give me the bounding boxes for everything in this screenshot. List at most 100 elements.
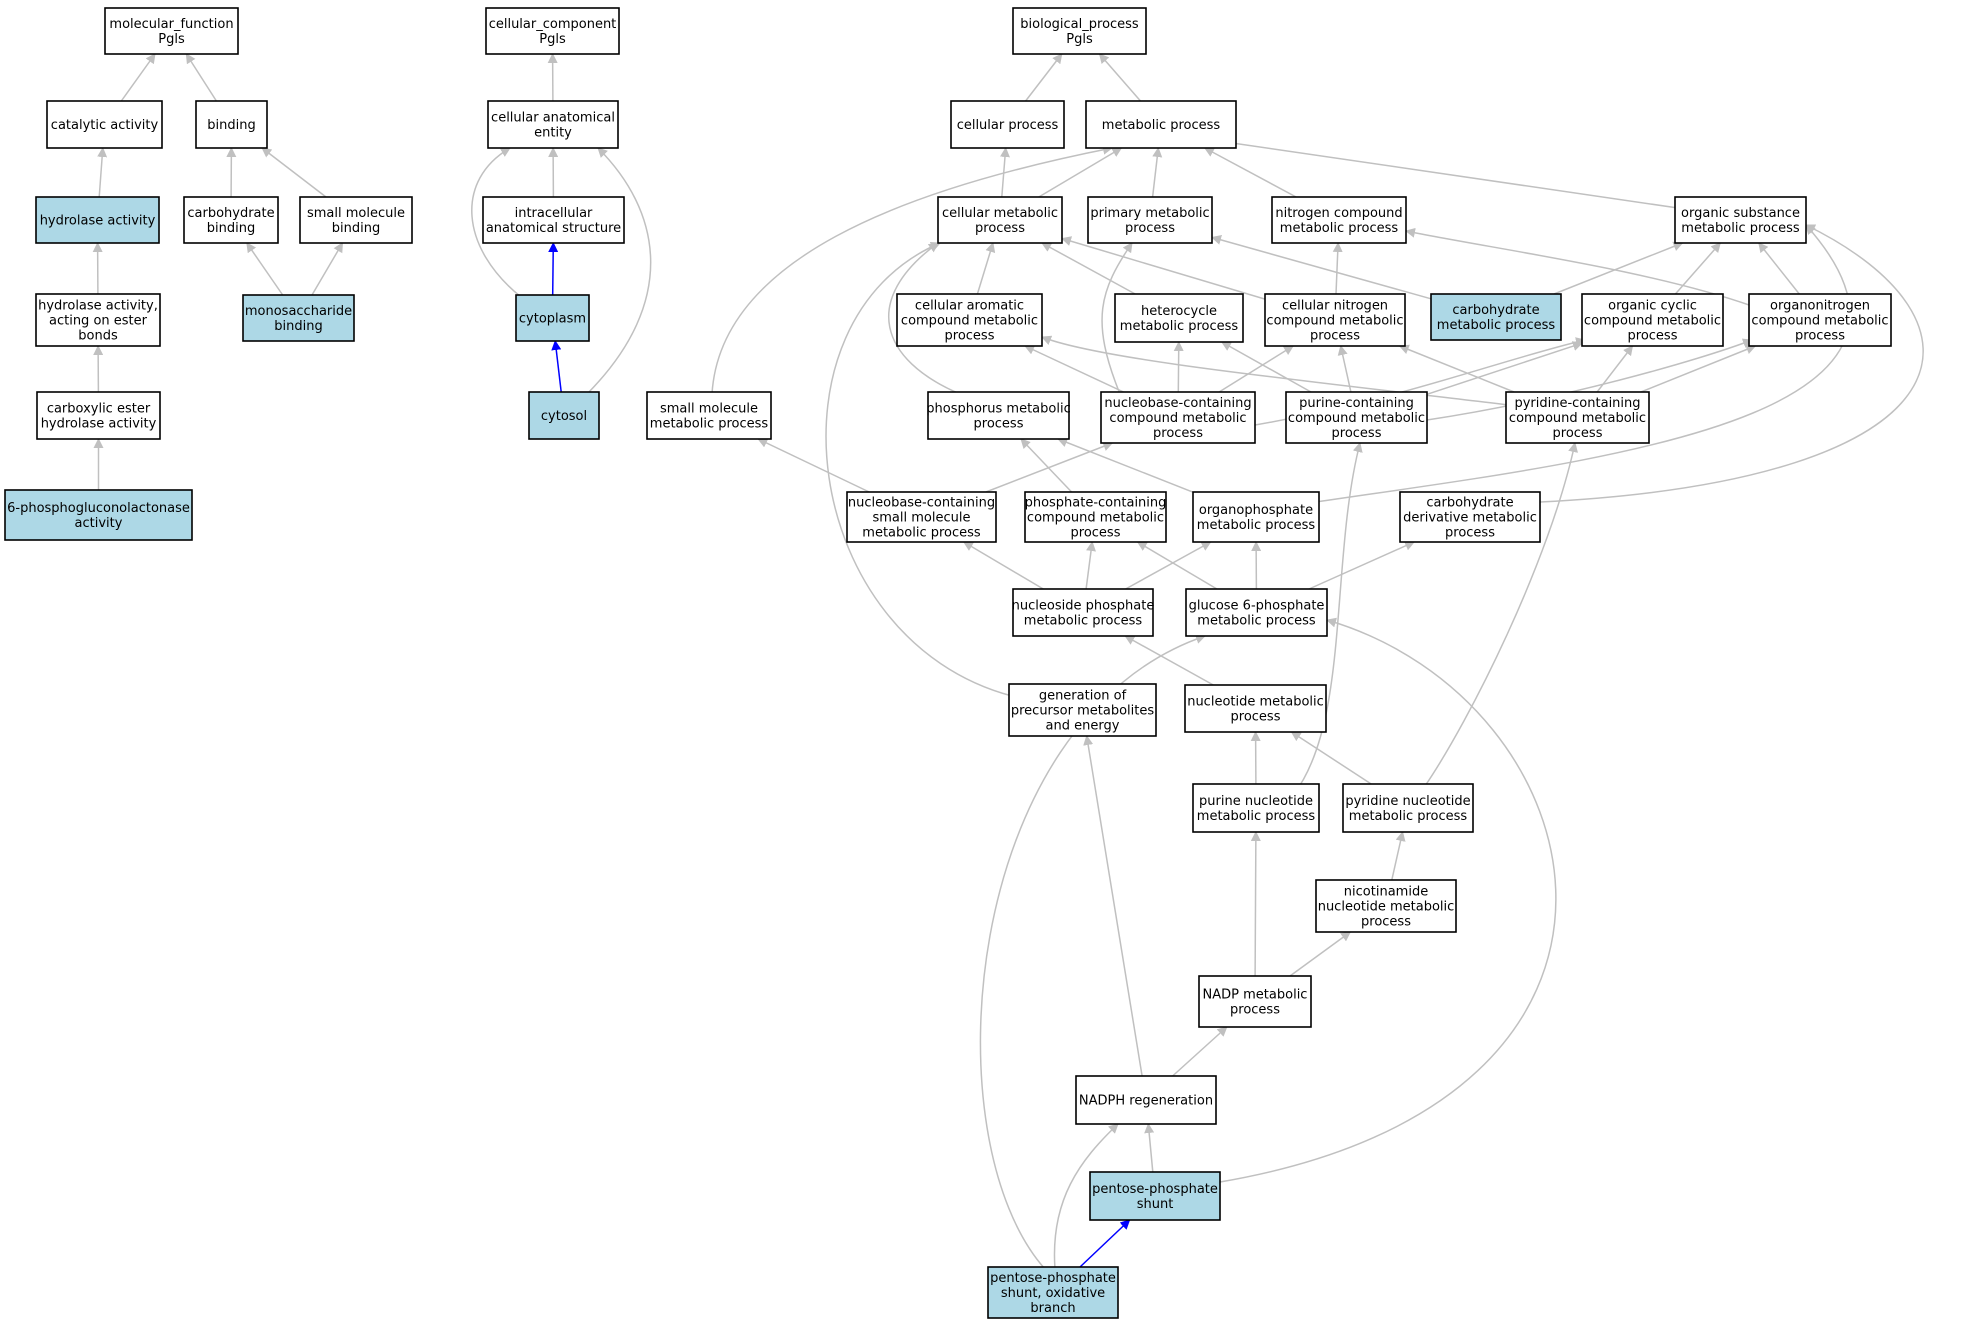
go-term-box bbox=[1012, 588, 1154, 637]
go-term-cytoplasm[interactable]: cytoplasm bbox=[515, 294, 590, 342]
go-term-box bbox=[896, 293, 1043, 347]
go-term-label-line: pentose-phosphate bbox=[990, 1271, 1116, 1286]
edge-line bbox=[1098, 53, 1142, 102]
edge-line bbox=[1596, 345, 1634, 393]
go-term-label-line: nucleobase-containing bbox=[1104, 396, 1251, 411]
go-term-label-line: process bbox=[1553, 426, 1603, 441]
edge-organophosphate-to-organicsub bbox=[1315, 224, 1851, 503]
go-term-box bbox=[1085, 100, 1237, 149]
go-term-binding[interactable]: binding bbox=[195, 100, 268, 149]
edge-purinecont-to-cellnitrogen bbox=[1337, 345, 1352, 393]
edge-line bbox=[1038, 147, 1123, 198]
go-term-label-line: derivative metabolic bbox=[1403, 511, 1537, 526]
go-term-box bbox=[1100, 391, 1256, 444]
edge-heterocycle-to-cellmetab bbox=[1041, 242, 1136, 295]
edge-line bbox=[1290, 731, 1372, 785]
edge-line bbox=[1539, 224, 1924, 503]
edge-line bbox=[1151, 147, 1163, 198]
go-term-label-line: binding bbox=[207, 221, 255, 236]
go-term-label-line: process bbox=[1071, 526, 1121, 541]
go-term-label-line: process bbox=[1332, 426, 1382, 441]
go-term-label-line: carbohydrate bbox=[1452, 303, 1539, 318]
edge-line bbox=[1203, 147, 1297, 198]
go-term-box bbox=[528, 391, 600, 440]
go-term-label-line: small molecule bbox=[873, 511, 971, 526]
go-term-label-line: metabolic process bbox=[650, 417, 769, 432]
edge-nucleobase-to-cellaromatic bbox=[1024, 345, 1124, 393]
edge-line bbox=[1024, 345, 1124, 393]
edge-line bbox=[311, 242, 344, 296]
go-term-catalytic-activity[interactable]: catalytic activity bbox=[46, 100, 163, 149]
go-term-metabolic-process[interactable]: metabolic process bbox=[1085, 100, 1237, 149]
go-term-cellular-process[interactable]: cellular process bbox=[950, 100, 1065, 149]
go-term-label-line: cellular anatomical bbox=[491, 111, 615, 126]
go-term-label-line: metabolic process bbox=[1102, 118, 1221, 133]
go-term-label-line: entity bbox=[534, 126, 572, 141]
edge-line bbox=[1315, 224, 1851, 503]
edge-carbmetab-to-organicsub bbox=[1553, 241, 1684, 295]
go-term-box bbox=[1198, 975, 1312, 1028]
go-term-box bbox=[36, 391, 161, 440]
go-term-cytosol[interactable]: cytosol bbox=[528, 391, 600, 440]
go-term-hydrolase-activity[interactable]: hydrolase activity bbox=[35, 196, 160, 244]
edge-line bbox=[1101, 242, 1133, 395]
go-term-box bbox=[846, 491, 997, 543]
edge-cellaromatic-to-cellmetab bbox=[976, 242, 996, 295]
go-term-box bbox=[1399, 491, 1541, 543]
edge-line bbox=[962, 541, 1044, 590]
go-term-label-line: compound metabolic bbox=[1266, 314, 1403, 329]
edge-line bbox=[120, 53, 156, 102]
go-term-box bbox=[1264, 293, 1406, 347]
edge-line bbox=[1085, 541, 1097, 590]
go-term-box bbox=[1271, 196, 1407, 244]
edge-line bbox=[1057, 437, 1194, 493]
go-term-label-line: metabolic process bbox=[1681, 221, 1800, 236]
go-term-box bbox=[1285, 391, 1428, 444]
go-term-nadph-regeneration[interactable]: NADPH regeneration bbox=[1075, 1075, 1217, 1125]
edge-nadp-to-nicotinamide bbox=[1289, 931, 1352, 977]
go-term-box bbox=[1342, 783, 1474, 833]
go-term-label-line: process bbox=[1361, 915, 1411, 930]
go-term-label-line: bonds bbox=[78, 329, 118, 344]
